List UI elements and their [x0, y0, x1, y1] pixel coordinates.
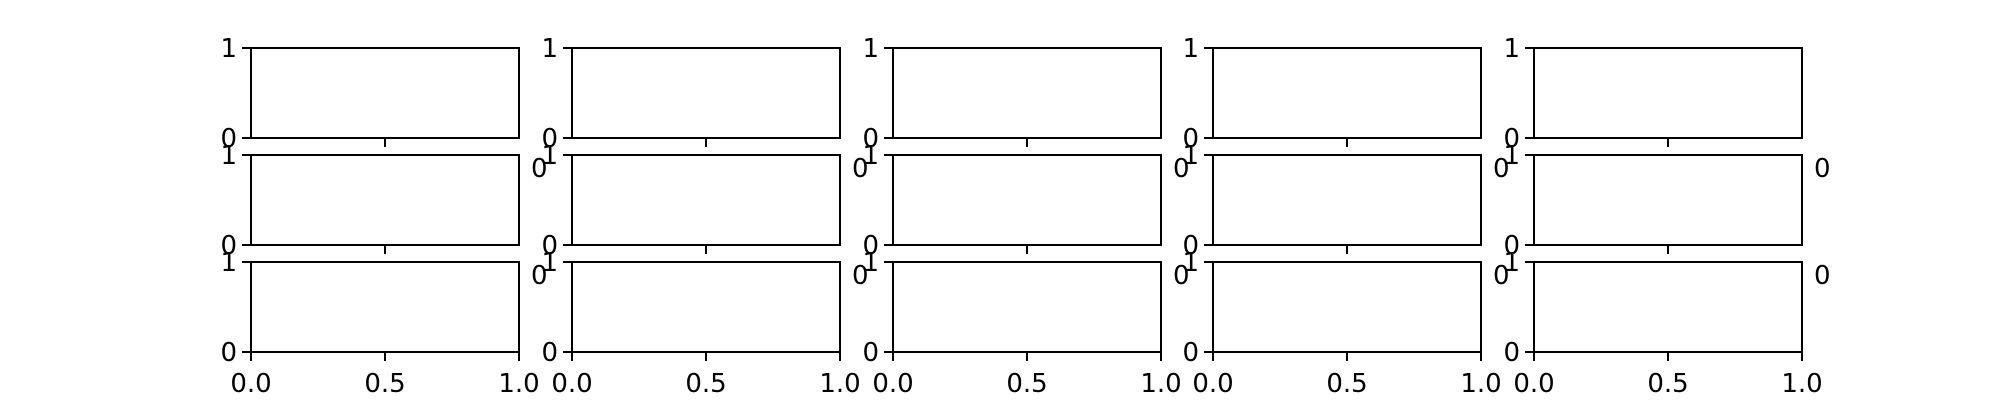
- y-tick-label-r3c5-1: 1: [1503, 248, 1520, 278]
- x-tick-label-r3c2-0: 0.0: [551, 369, 592, 399]
- y-tick-label-r2c1-0: 0: [220, 231, 237, 261]
- axes-panel-r3c2: [571, 261, 841, 353]
- x-tick-label-r3c5-1: 0.5: [1647, 369, 1688, 399]
- axes-panel-r1c5: [1533, 47, 1803, 139]
- axes-panel-r3c4: [1212, 261, 1482, 353]
- axes-panel-r1c2: [571, 47, 841, 139]
- y-tick-label-r1c5-1: 1: [1503, 34, 1520, 64]
- secondary-y-label-r2c3: 0: [1173, 154, 1190, 184]
- y-tick-label-r3c1-0: 0: [220, 338, 237, 368]
- secondary-y-label-r2c5: 0: [1814, 154, 1831, 184]
- y-tick-label-r3c3-1: 1: [862, 248, 879, 278]
- secondary-y-label-r3c5: 0: [1814, 261, 1831, 291]
- y-tick-label-r3c2-0: 0: [541, 338, 558, 368]
- y-tick-label-r1c1-1: 1: [220, 34, 237, 64]
- axes-panel-r1c1: [250, 47, 520, 139]
- y-tick-label-r1c2-1: 1: [541, 34, 558, 64]
- axes-panel-r2c1: [250, 154, 520, 246]
- x-tick-label-r3c3-2: 1.0: [1140, 369, 1181, 399]
- y-tick-label-r1c2-0: 0: [541, 124, 558, 154]
- y-tick-label-r1c4-0: 0: [1182, 124, 1199, 154]
- y-tick-label-r2c5-1: 1: [1503, 141, 1520, 171]
- x-tick-label-r3c1-2: 1.0: [498, 369, 539, 399]
- axes-panel-r1c4: [1212, 47, 1482, 139]
- secondary-y-label-r2c4: 0: [1493, 154, 1510, 184]
- y-tick-label-r3c3-0: 0: [862, 338, 879, 368]
- secondary-y-label-r3c1: 0: [531, 261, 548, 291]
- secondary-y-label-r2c2: 0: [852, 154, 869, 184]
- y-tick-label-r1c3-0: 0: [862, 124, 879, 154]
- x-tick-label-r3c4-2: 1.0: [1460, 369, 1501, 399]
- axes-panel-r2c2: [571, 154, 841, 246]
- y-tick-label-r1c1-0: 0: [220, 124, 237, 154]
- x-tick-label-r3c3-1: 0.5: [1006, 369, 1047, 399]
- y-tick-label-r2c5-0: 0: [1503, 231, 1520, 261]
- y-tick-label-r1c5-0: 0: [1503, 124, 1520, 154]
- y-tick-label-r3c1-1: 1: [220, 248, 237, 278]
- secondary-y-label-r2c1: 0: [531, 154, 548, 184]
- axes-panel-r1c3: [892, 47, 1162, 139]
- y-tick-label-r2c4-1: 1: [1182, 141, 1199, 171]
- x-tick-label-r3c2-1: 0.5: [685, 369, 726, 399]
- x-tick-label-r3c4-1: 0.5: [1326, 369, 1367, 399]
- secondary-y-label-r3c2: 0: [852, 261, 869, 291]
- axes-panel-r3c3: [892, 261, 1162, 353]
- y-tick-label-r1c3-1: 1: [862, 34, 879, 64]
- y-tick-label-r3c4-1: 1: [1182, 248, 1199, 278]
- axes-panel-r2c5: [1533, 154, 1803, 246]
- y-tick-label-r3c5-0: 0: [1503, 338, 1520, 368]
- axes-panel-r2c4: [1212, 154, 1482, 246]
- y-tick-label-r1c4-1: 1: [1182, 34, 1199, 64]
- axes-panel-r3c1: [250, 261, 520, 353]
- y-tick-label-r2c4-0: 0: [1182, 231, 1199, 261]
- x-tick-label-r3c2-2: 1.0: [819, 369, 860, 399]
- axes-panel-r3c5: [1533, 261, 1803, 353]
- y-tick-label-r2c2-1: 1: [541, 141, 558, 171]
- y-tick-label-r2c3-0: 0: [862, 231, 879, 261]
- x-tick-label-r3c5-2: 1.0: [1781, 369, 1822, 399]
- secondary-y-label-r3c4: 0: [1493, 261, 1510, 291]
- x-tick-label-r3c1-0: 0.0: [230, 369, 271, 399]
- y-tick-label-r2c1-1: 1: [220, 141, 237, 171]
- y-tick-label-r2c3-1: 1: [862, 141, 879, 171]
- x-tick-label-r3c5-0: 0.0: [1513, 369, 1554, 399]
- x-tick-label-r3c1-1: 0.5: [364, 369, 405, 399]
- secondary-y-label-r3c3: 0: [1173, 261, 1190, 291]
- y-tick-label-r3c2-1: 1: [541, 248, 558, 278]
- axes-panel-r2c3: [892, 154, 1162, 246]
- x-tick-label-r3c3-0: 0.0: [872, 369, 913, 399]
- y-tick-label-r3c4-0: 0: [1182, 338, 1199, 368]
- y-tick-label-r2c2-0: 0: [541, 231, 558, 261]
- x-tick-label-r3c4-0: 0.0: [1192, 369, 1233, 399]
